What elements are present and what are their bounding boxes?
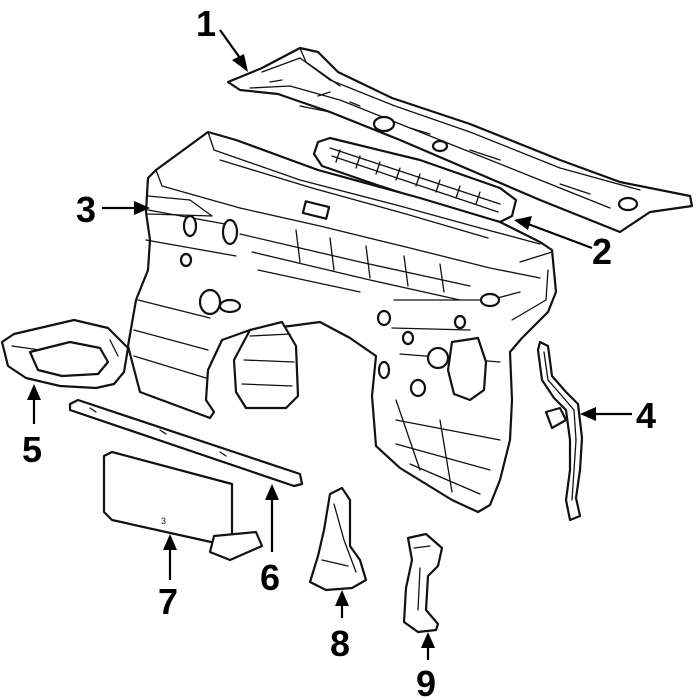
callout-2: 2 <box>592 231 612 272</box>
callout-5: 5 <box>22 429 42 470</box>
arrowhead-3 <box>134 201 150 215</box>
arrowhead-7 <box>163 534 177 550</box>
callout-4: 4 <box>636 395 656 436</box>
part-5-insulator-pad <box>0 318 130 390</box>
callout-labels: 1 2 3 4 5 6 7 8 9 <box>22 3 656 700</box>
callout-3: 3 <box>76 189 96 230</box>
arrowhead-1 <box>232 54 248 72</box>
leader-2 <box>527 222 593 250</box>
arrowhead-8 <box>335 590 349 606</box>
part-3-dash-panel <box>126 130 558 514</box>
callout-9: 9 <box>416 663 436 700</box>
part-2-cowl-grille <box>312 136 518 224</box>
part-8-duct <box>308 486 368 592</box>
part-6-rod <box>68 398 304 488</box>
callout-1: 1 <box>196 3 216 44</box>
arrowhead-9 <box>421 632 435 648</box>
callout-leaders <box>27 29 632 660</box>
part-7-stamp: 3 <box>161 516 166 526</box>
callout-7: 7 <box>158 581 178 622</box>
leader-1 <box>219 29 241 59</box>
arrowhead-2 <box>514 216 532 230</box>
part-4-bracket <box>536 340 584 522</box>
callout-8: 8 <box>330 623 350 664</box>
callout-6: 6 <box>260 557 280 598</box>
part-9-elbow-duct <box>402 532 444 634</box>
part-1-cowl-panel <box>226 46 694 234</box>
arrowhead-4 <box>580 407 596 421</box>
arrowhead-5 <box>27 384 41 400</box>
arrowhead-6 <box>265 484 279 500</box>
part-7-panel: 3 <box>102 450 264 562</box>
